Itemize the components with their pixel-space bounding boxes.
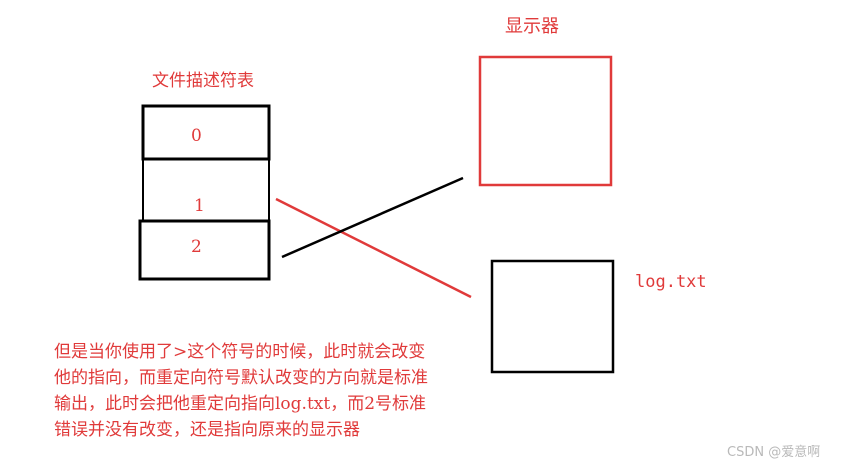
explanation-line: 输出，此时会把他重定向指向log.txt，而2号标准	[54, 394, 427, 414]
explanation-line: 但是当你使用了>这个符号的时候，此时就会改变	[54, 342, 426, 362]
monitor-title: 显示器	[505, 16, 559, 37]
fd-cell-2	[138, 219, 271, 281]
explanation-line: 他的指向，而重定向符号默认改变的方向就是标准	[54, 368, 428, 388]
fd-cell-1	[142, 158, 270, 222]
explanation-line: 错误并没有改变，还是指向原来的显示器	[54, 420, 360, 440]
fd2-to-monitor-line	[281, 176, 464, 259]
fd-entry-0: 0	[191, 126, 202, 146]
fd-entry-2: 2	[191, 237, 202, 257]
watermark: CSDN @爱意啊	[727, 445, 821, 460]
fd-entry-1: 1	[194, 196, 205, 216]
log-file-label: log.txt	[635, 272, 707, 292]
fd1-to-log-line	[275, 197, 472, 299]
monitor-box	[478, 55, 613, 187]
log-file-box	[490, 259, 615, 374]
explanation-text: 但是当你使用了>这个符号的时候，此时就会改变 他的指向，而重定向符号默认改变的方…	[54, 339, 504, 443]
fd-cell-0	[141, 104, 271, 161]
fd-table-title: 文件描述符表	[152, 71, 254, 91]
